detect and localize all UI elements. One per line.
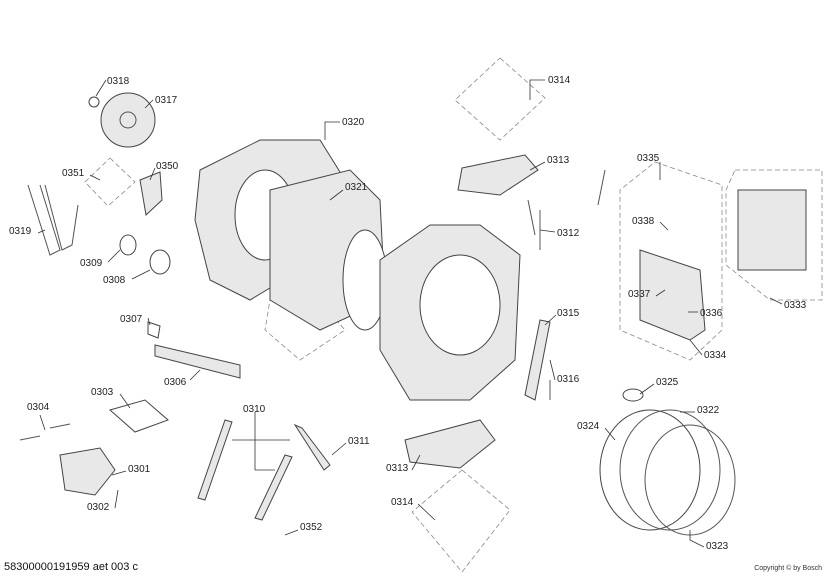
label-0336: 0336: [700, 308, 723, 319]
label-0301: 0301: [128, 464, 151, 475]
part-nut-0318: [88, 96, 100, 108]
label-0306: 0306: [164, 377, 187, 388]
label-0302: 0302: [87, 502, 110, 513]
label-0310: 0310: [243, 404, 266, 415]
label-0313-top: 0313: [547, 155, 570, 166]
label-0338: 0338: [632, 216, 655, 227]
label-0351: 0351: [62, 168, 85, 179]
label-0312: 0312: [557, 228, 580, 239]
part-clamp-0325: [622, 388, 644, 402]
label-0307: 0307: [120, 314, 143, 325]
part-board-0333: [737, 189, 807, 271]
part-pulley: [100, 92, 156, 148]
part-sensor-0307: [147, 321, 161, 339]
label-0319: 0319: [9, 226, 32, 237]
part-heater-0306: [154, 344, 241, 379]
label-0324: 0324: [577, 421, 600, 432]
label-0316: 0316: [557, 374, 580, 385]
part-weight-top: [457, 154, 539, 196]
part-hinge-0315: [524, 319, 551, 401]
label-0337: 0337: [628, 289, 651, 300]
label-0309: 0309: [80, 258, 103, 269]
group-0314-bottom: [411, 469, 511, 573]
part-seal-0308: [149, 249, 171, 275]
part-bracket-0350: [139, 171, 163, 217]
label-0313-bottom: 0313: [386, 463, 409, 474]
label-0318: 0318: [107, 76, 130, 87]
part-shock-c: [254, 454, 293, 521]
part-pump-0301: [59, 447, 116, 496]
label-0321: 0321: [345, 182, 368, 193]
part-weight-bottom: [404, 419, 496, 469]
group-0314-top: [454, 57, 546, 141]
pulley-hub: [119, 111, 137, 129]
label-0314-top: 0314: [548, 75, 571, 86]
label-0325: 0325: [656, 377, 679, 388]
copyright-notice: Copyright © by Bosch: [754, 565, 822, 572]
label-0303: 0303: [91, 387, 114, 398]
group-0351: [84, 157, 136, 207]
part-spring-0312b: [597, 169, 606, 206]
label-0314-bottom: 0314: [391, 497, 414, 508]
part-door-seal-0324: [599, 409, 701, 531]
label-0315: 0315: [557, 308, 580, 319]
part-control-module: [639, 249, 706, 341]
label-0322: 0322: [697, 405, 720, 416]
label-0311: 0311: [348, 436, 370, 447]
part-tub-opening: [419, 254, 501, 356]
label-0304: 0304: [27, 402, 50, 413]
part-shock-a: [197, 419, 233, 501]
label-0352: 0352: [300, 522, 323, 533]
part-shock-b: [293, 423, 331, 471]
leader-lines: [37, 79, 783, 548]
part-bearing-0309: [119, 234, 137, 256]
label-0334: 0334: [704, 350, 727, 361]
part-pad-0303: [108, 399, 169, 433]
label-0323: 0323: [706, 541, 729, 552]
part-spring-0312a: [527, 199, 536, 236]
label-0308: 0308: [103, 275, 126, 286]
label-0333: 0333: [784, 300, 807, 311]
group-0333: [725, 169, 823, 301]
part-screw-0304: [19, 423, 71, 441]
label-0320: 0320: [342, 117, 365, 128]
part-belt: [27, 184, 79, 256]
label-0317: 0317: [155, 95, 178, 106]
document-id: 58300000191959 aet 003 c: [4, 561, 138, 573]
label-0350: 0350: [156, 161, 179, 172]
group-0335: [619, 161, 723, 361]
label-0335: 0335: [637, 153, 660, 164]
